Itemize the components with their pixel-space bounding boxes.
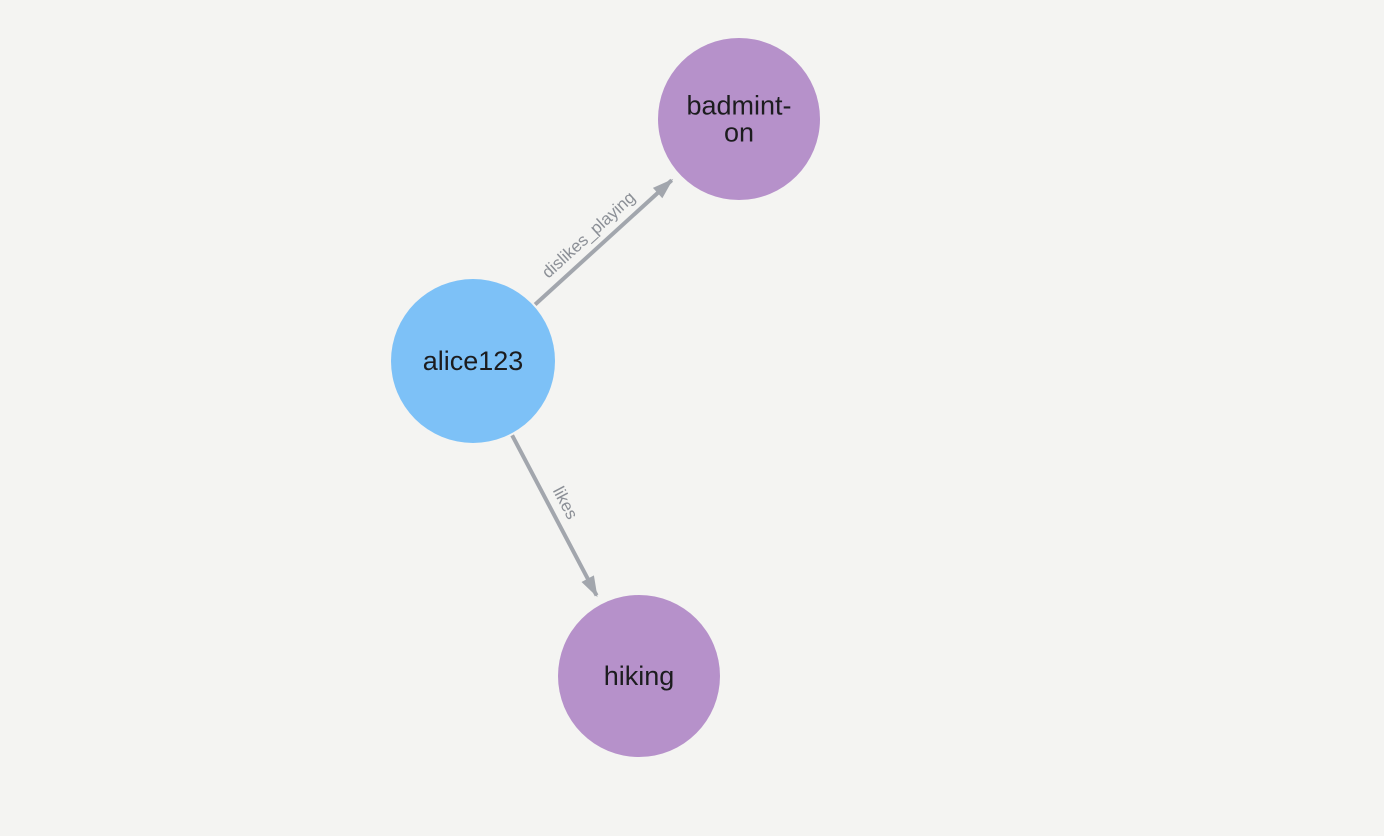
edge-alice123-hiking[interactable] <box>510 434 599 598</box>
edge-alice123-badminton[interactable] <box>533 178 674 306</box>
node-hiking[interactable]: hiking <box>558 595 720 757</box>
node-badminton[interactable]: badmint-on <box>658 38 820 200</box>
node-alice123[interactable]: alice123 <box>391 279 555 443</box>
node-label: hiking <box>604 661 675 691</box>
edge-label: dislikes_playing <box>538 188 639 282</box>
node-circle[interactable] <box>558 595 720 757</box>
node-circle[interactable] <box>391 279 555 443</box>
node-label: alice123 <box>423 346 524 376</box>
node-circle[interactable] <box>658 38 820 200</box>
node-label: badmint-on <box>686 91 791 148</box>
